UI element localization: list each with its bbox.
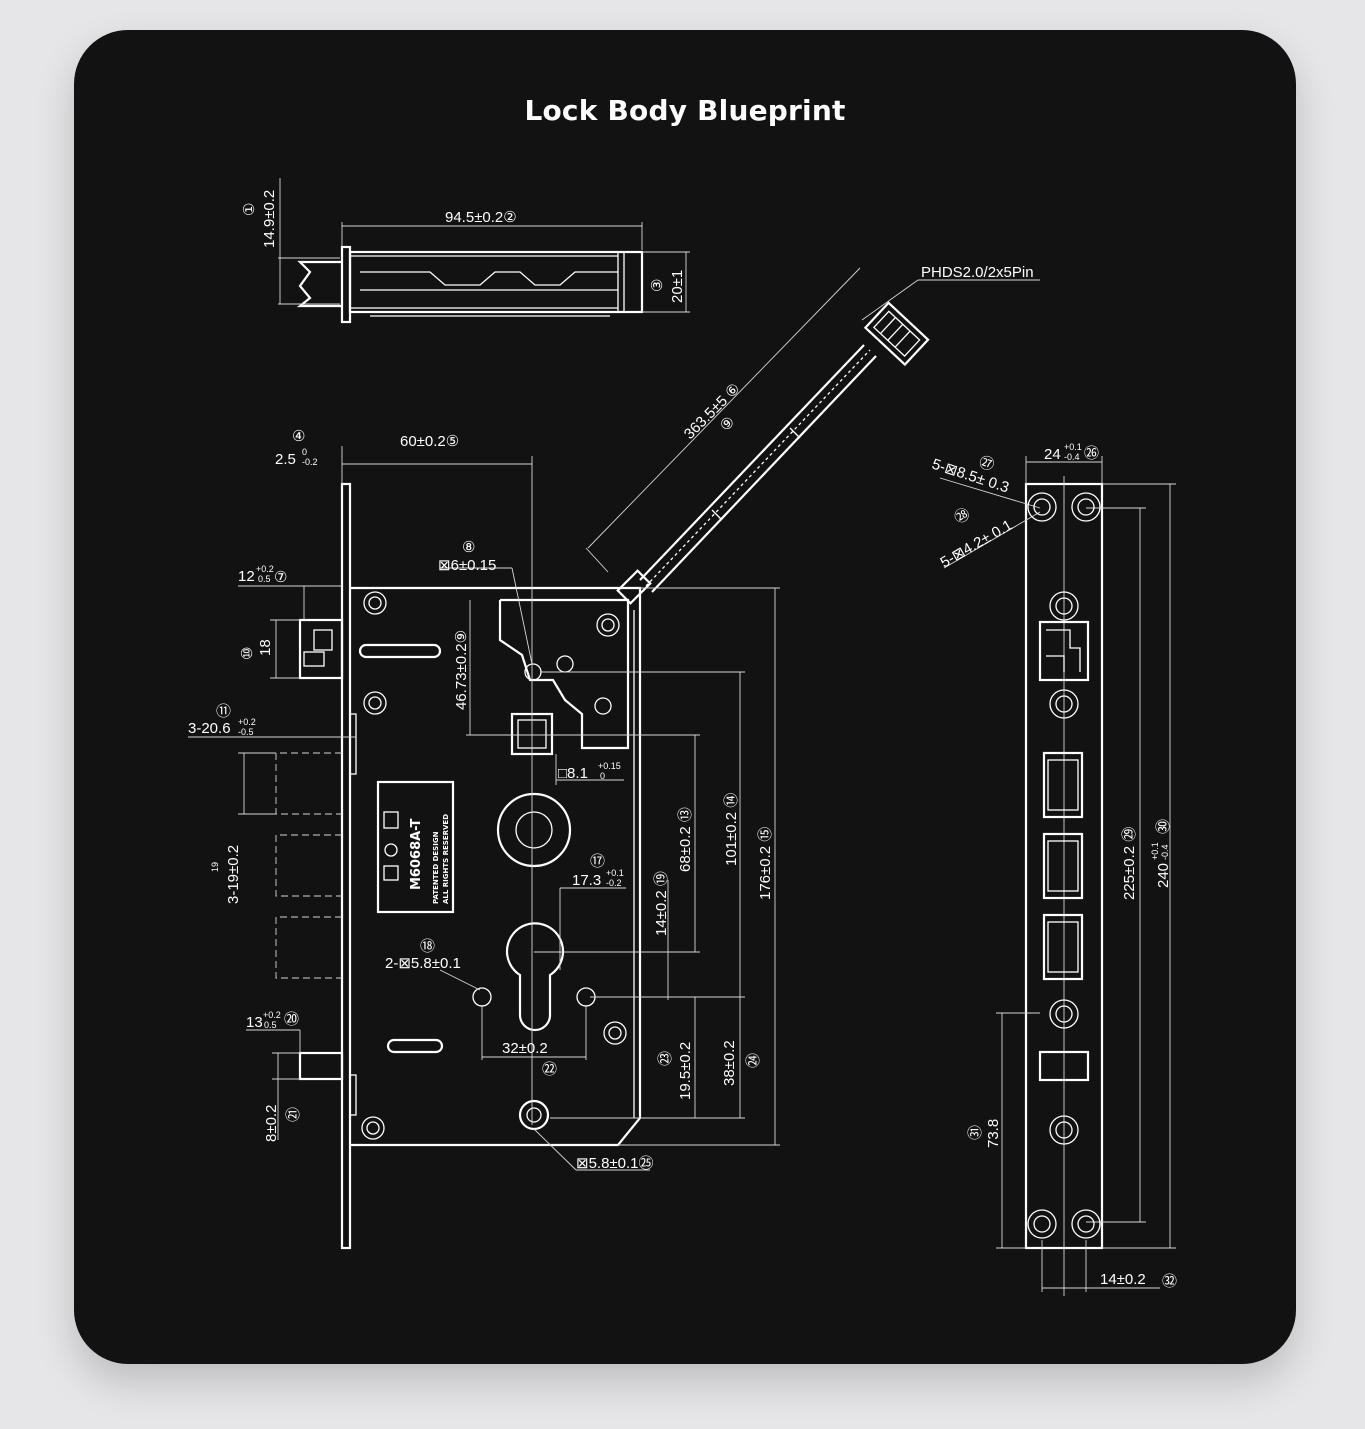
spindle-label: ⊠6±0.15 [438, 557, 496, 574]
latch-proj-tol-dn: 0.5 [258, 574, 271, 584]
dim-38-label: 38±0.2 [721, 1040, 738, 1086]
faceplate-thick-label: 2.5 [275, 451, 296, 468]
cyl-offset-num: ⑰ [590, 853, 605, 870]
fp-screw2-label: 5-⊠4.2± 0.1 [938, 517, 1016, 572]
square-hole-tol-up: +0.15 [598, 761, 621, 771]
latch-h-label: 18 [257, 639, 274, 656]
bolt-throw-num: ⑪ [216, 703, 231, 720]
faceplate-thick-tol-dn: -0.2 [302, 457, 318, 467]
patent-text: PATENTED DESIGN [432, 831, 440, 904]
latch-proj-tol-up: +0.2 [256, 564, 274, 574]
cyl-offset-label: 17.3 [572, 872, 601, 889]
cable-assembly [585, 267, 1040, 605]
faceplate-front-view [939, 456, 1176, 1296]
bolt-throw-tol-up: +0.2 [238, 717, 256, 727]
square-hole-label: □8.1 [558, 765, 588, 782]
aux-latch-tol-up: +0.2 [263, 1010, 281, 1020]
fp-width-tol-up: +0.1 [1064, 442, 1082, 452]
cable-num-label: ⑨ [717, 413, 739, 435]
bottom-hole-label: ⊠5.8±0.1㉕ [576, 1155, 654, 1172]
bolt-throw-label: 3-20.6 [188, 720, 231, 737]
faceplate-thick-tol-up: 0 [302, 447, 307, 457]
fp-width-label: 24 [1044, 446, 1061, 463]
fp-240-num: ㉚ [1155, 819, 1172, 834]
dim-101-label: 101±0.2 ⑭ [723, 793, 740, 866]
rights-text: ALL RIGHTS RESERVED [442, 814, 450, 904]
fp-screw1-label: 5-⊠8.5± 0.3 [930, 456, 1011, 497]
dim-32-label: 32±0.2 [502, 1040, 548, 1057]
bolt-width-label: 94.5±0.2② [445, 209, 517, 226]
fp-14-label: 14±0.2 [1100, 1271, 1146, 1288]
faceplate-thick-num: ④ [292, 428, 305, 445]
fp-screw2-num: ㉘ [952, 505, 974, 527]
cyl-offset-tol-dn: -0.2 [606, 878, 622, 888]
fp-73-num: ㉛ [967, 1125, 984, 1140]
aux-latch-tol-dn: 0.5 [264, 1020, 277, 1030]
square-hole-tol-dn: 0 [600, 771, 605, 781]
bolt-top-view [278, 178, 690, 324]
holes-num: ⑱ [420, 938, 435, 955]
bolt-height-num: ① [241, 203, 258, 216]
backset-label: 60±0.2⑤ [400, 433, 459, 450]
spindle-num: ⑧ [462, 539, 475, 556]
model-text: M6068A-T [409, 818, 424, 890]
bolt-spacing-top: 19 [210, 862, 220, 872]
dim-19-5-num: ㉓ [657, 1051, 674, 1066]
dim-38-num: ㉔ [745, 1053, 762, 1068]
fp-225-label: 225±0.2 ㉙ [1121, 827, 1138, 900]
fp-240-label: 240 [1155, 863, 1172, 888]
fp-width-num: ㉖ [1084, 445, 1099, 462]
bolt-end-num: ③ [649, 279, 666, 292]
cable-length-label: 363.5±5 ⑥ [681, 380, 744, 443]
fp-240-tol-dn: -0.4 [1160, 844, 1170, 860]
latch-proj-label: 12 [238, 568, 255, 585]
aux-h-label: 8±0.2 [263, 1105, 280, 1142]
bolt-throw-tol-dn: -0.5 [238, 727, 254, 737]
holes-label: 2-⊠5.8±0.1 [385, 955, 461, 972]
dim-14-label: 14±0.2 ⑲ [653, 871, 670, 936]
fp-width-tol-dn: -0.4 [1064, 452, 1080, 462]
bolt-end-label: 20±1 [669, 270, 686, 303]
fp-73-label: 73.8 [985, 1119, 1002, 1148]
latch-h-num: ⑩ [239, 647, 256, 660]
lock-body-main [188, 446, 780, 1250]
latch-proj-num: ⑦ [274, 569, 287, 586]
aux-latch-num: ⑳ [284, 1011, 299, 1028]
blueprint-card: Lock Body Blueprint 94.5±0.2② ① 14. [74, 30, 1296, 1364]
fp-14-num: ㉜ [1162, 1273, 1177, 1290]
cyl-offset-tol-up: +0.1 [606, 868, 624, 878]
name-plate: M6068A-T PATENTED DESIGN ALL RIGHTS RESE… [383, 811, 450, 904]
bolt-spacing-label: 3-19±0.2 [225, 845, 242, 904]
dim-19-5-label: 19.5±0.2 [677, 1042, 694, 1100]
spindle-center-label: 46.73±0.2⑨ [453, 630, 470, 710]
dim-32-num: ㉒ [542, 1061, 557, 1078]
bolt-height-label: 14.9±0.2 [261, 190, 278, 248]
dim-176-label: 176±0.2 ⑮ [757, 827, 774, 900]
fp-240-tol-up: +0.1 [1150, 842, 1160, 860]
page-title: Lock Body Blueprint [524, 94, 846, 127]
fp-screw1-num: ㉗ [977, 454, 997, 475]
blueprint-drawing: 94.5±0.2② ① 14.9±0.2 ③ 20±1 PHDS2.0 [188, 178, 1177, 1296]
connector-label: PHDS2.0/2x5Pin [921, 264, 1034, 281]
aux-h-num: ㉑ [285, 1107, 302, 1122]
dim-68-label: 68±0.2 ⑬ [677, 807, 694, 872]
aux-latch-label: 13 [246, 1014, 263, 1031]
